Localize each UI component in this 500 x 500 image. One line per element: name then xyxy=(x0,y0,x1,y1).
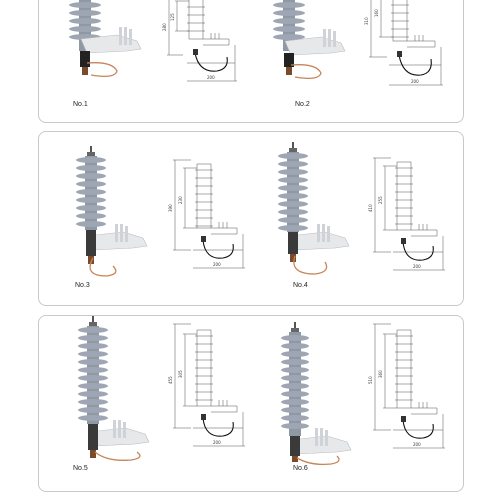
arrester-photo-2 xyxy=(273,0,346,79)
dimension-drawing-4: 410 255 200 xyxy=(368,157,445,271)
dim-inner: 160 xyxy=(374,9,379,17)
dim-width: 200 xyxy=(207,75,215,80)
arrester-photo-1 xyxy=(69,0,142,77)
dimension-drawing-6: 510 360 200 xyxy=(368,323,445,449)
dim-height: 280 xyxy=(162,23,167,31)
item-label-1: No.1 xyxy=(73,101,88,108)
item-label-3: No.3 xyxy=(75,282,90,289)
item-label-5: No.5 xyxy=(73,465,88,472)
dim-height: 455 xyxy=(168,376,173,384)
dimension-drawing-3: 390 230 200 xyxy=(168,159,245,269)
dim-height: 410 xyxy=(368,204,373,212)
dim-width: 200 xyxy=(213,262,221,267)
arrester-photo-5 xyxy=(78,316,150,461)
item-label-6: No.6 xyxy=(293,465,308,472)
arrester-photo-3 xyxy=(76,146,148,277)
dim-width: 200 xyxy=(413,264,421,269)
dim-inner: 230 xyxy=(178,196,183,204)
dim-inner: 305 xyxy=(178,370,183,378)
product-panel-3: 455 305 200 No.5 xyxy=(38,315,464,492)
product-panel-1: 280 125 200 No.1 310 xyxy=(38,0,464,123)
dim-inner: 360 xyxy=(378,370,383,378)
dim-inner: 255 xyxy=(378,196,383,204)
dimension-drawing-5: 455 305 200 xyxy=(168,323,245,447)
dim-width: 200 xyxy=(413,442,421,447)
arrester-photo-6 xyxy=(281,322,352,466)
dim-inner: 125 xyxy=(170,13,175,21)
dim-height: 510 xyxy=(368,376,373,384)
product-panel-2: 390 230 200 No.3 xyxy=(38,131,464,306)
dimension-drawing-1: 280 125 200 xyxy=(162,0,237,82)
dimension-drawing-2: 310 160 200 xyxy=(364,0,443,86)
item-label-4: No.4 xyxy=(293,282,308,289)
arrester-photo-4 xyxy=(278,142,350,275)
dim-height: 390 xyxy=(168,204,173,212)
dim-height: 310 xyxy=(364,17,369,25)
dim-width: 200 xyxy=(411,79,419,84)
item-label-2: No.2 xyxy=(295,101,310,108)
dim-width: 200 xyxy=(213,440,221,445)
